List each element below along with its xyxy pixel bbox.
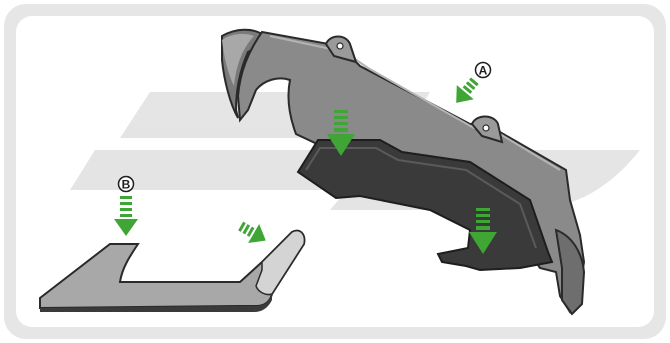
adhesive-strip	[39, 229, 306, 312]
callout-a-label: A	[479, 64, 488, 78]
callout-b-label: B	[122, 178, 131, 192]
arrow-pad-left-down-icon	[327, 110, 355, 156]
arrow-peel-left-icon	[238, 221, 266, 244]
callout-a: A	[474, 61, 492, 79]
arrow-pad-right-down-icon	[469, 208, 497, 254]
peel-liner	[255, 230, 306, 296]
arrow-b-down-icon	[114, 196, 138, 236]
callout-b: B	[117, 175, 135, 193]
arrow-a-down-left-icon	[456, 77, 479, 103]
